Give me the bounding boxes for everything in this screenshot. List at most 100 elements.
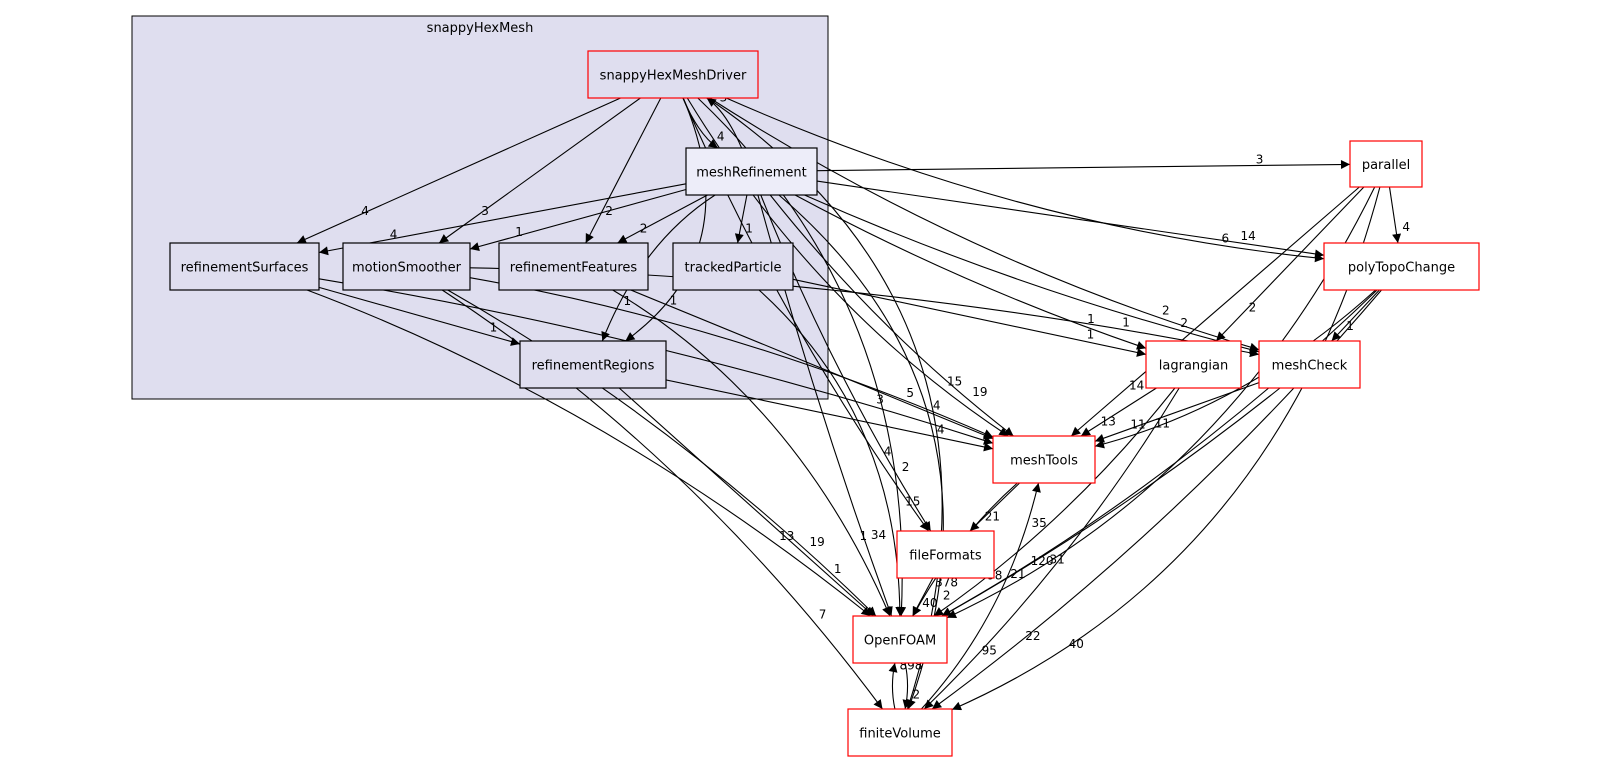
- edge-weight-label: 14: [1241, 229, 1256, 243]
- node-label: refinementSurfaces: [181, 261, 309, 276]
- edge-weight-label: 7: [819, 608, 827, 622]
- edge-weight-label: 21: [1010, 567, 1025, 581]
- edge-weight-label: 5: [906, 386, 914, 400]
- edge-mesh-refinement-to-refinement-regions: 1: [601, 194, 716, 342]
- node-label: trackedParticle: [685, 261, 782, 276]
- edge-mesh-refinement-to-lagrangian: 1: [794, 194, 1147, 350]
- edge-lagrangian-to-mesh-tools: 13: [1080, 387, 1157, 437]
- node-box[interactable]: [519, 340, 667, 389]
- node-tracked-particle[interactable]: trackedParticle: [672, 242, 794, 291]
- node-snappy-hex-mesh-driver[interactable]: snappyHexMeshDriver: [587, 50, 759, 99]
- node-box[interactable]: [169, 242, 320, 291]
- node-label: snappyHexMeshDriver: [600, 69, 747, 84]
- edge-mesh-refinement-to-tracked-particle: 1: [734, 194, 753, 244]
- edge-line: [585, 97, 662, 244]
- edge-parallel-to-lagrangian: 2: [1215, 186, 1365, 342]
- edge-line: [612, 289, 891, 617]
- node-box[interactable]: [847, 708, 953, 757]
- node-box[interactable]: [1349, 140, 1423, 188]
- node-label: meshCheck: [1272, 359, 1348, 374]
- node-parallel[interactable]: parallel: [1349, 140, 1423, 188]
- node-box[interactable]: [852, 615, 948, 664]
- edge-refinement-regions-to-mesh-tools: 4: [665, 379, 994, 452]
- node-box[interactable]: [1323, 242, 1480, 291]
- edge-line: [318, 286, 521, 346]
- node-box[interactable]: [342, 242, 471, 291]
- node-mesh-tools[interactable]: meshTools: [992, 435, 1096, 484]
- node-label: refinementFeatures: [510, 261, 638, 276]
- edge-motion-smoother-to-finite-volume: 7: [441, 289, 883, 710]
- edge-weight-label: 2: [1180, 316, 1188, 330]
- edge-line: [920, 482, 1041, 710]
- edge-line: [804, 194, 1260, 354]
- node-box[interactable]: [992, 435, 1096, 484]
- node-box[interactable]: [587, 50, 759, 99]
- node-lagrangian[interactable]: lagrangian: [1145, 340, 1242, 389]
- edge-weight-label: 11: [1130, 418, 1145, 432]
- edge-line: [1331, 289, 1380, 342]
- node-mesh-refinement[interactable]: meshRefinement: [685, 147, 818, 196]
- edge-weight-label: 120: [1031, 554, 1054, 568]
- edge-line: [1080, 387, 1157, 437]
- node-refinement-regions[interactable]: refinementRegions: [519, 340, 667, 389]
- node-refinement-surfaces[interactable]: refinementSurfaces: [169, 242, 320, 291]
- node-open-foam[interactable]: OpenFOAM: [852, 615, 948, 664]
- edge-weight-label: 2: [913, 688, 921, 702]
- edge-line: [941, 387, 1281, 617]
- edge-weight-label: 95: [982, 644, 997, 658]
- edge-mesh-refinement-to-mesh-tools: 19: [769, 194, 1014, 437]
- node-label: polyTopoChange: [1348, 261, 1455, 276]
- edge-line: [706, 97, 743, 149]
- edge-line: [709, 97, 1260, 352]
- edge-line: [816, 160, 1351, 172]
- edge-weight-label: 1: [1087, 328, 1095, 342]
- node-mesh-check[interactable]: meshCheck: [1258, 340, 1361, 389]
- edge-parallel-to-poly-topo-change: 4: [1388, 186, 1410, 244]
- edge-snappy-hex-mesh-driver-to-mesh-check: 2: [709, 97, 1260, 352]
- node-refinement-features[interactable]: refinementFeatures: [498, 242, 649, 291]
- node-file-formats[interactable]: fileFormats: [896, 530, 995, 579]
- edge-line: [601, 194, 716, 342]
- edge-motion-smoother-to-mesh-tools: 5: [469, 277, 994, 438]
- node-box[interactable]: [498, 242, 649, 291]
- edge-weight-label: 2: [1249, 300, 1257, 314]
- edge-weight-label: 4: [937, 423, 945, 437]
- edge-mesh-refinement-to-mesh-check: 2: [804, 194, 1260, 354]
- edge-weight-label: 40: [922, 596, 937, 610]
- edge-refinement-regions-to-open-foam: 1: [618, 387, 875, 617]
- edge-weight-label: 31: [1050, 552, 1065, 566]
- node-motion-smoother[interactable]: motionSmoother: [342, 242, 471, 291]
- edge-mesh-refinement-to-file-formats: 2: [760, 194, 932, 532]
- edge-line: [441, 289, 883, 710]
- edge-line: [734, 194, 748, 244]
- edge-refinement-features-to-open-foam: 1: [612, 289, 891, 617]
- edge-weight-label: 3: [481, 204, 489, 218]
- edge-weight-label: 2: [943, 588, 951, 602]
- edge-line: [1070, 186, 1360, 437]
- node-finite-volume[interactable]: finiteVolume: [847, 708, 953, 757]
- node-box[interactable]: [685, 147, 818, 196]
- edge-weight-label: 1: [745, 221, 753, 235]
- edge-snappy-hex-mesh-driver-to-poly-topo-change: 6: [725, 97, 1325, 263]
- edge-line: [1215, 186, 1365, 342]
- edge-line: [469, 277, 994, 438]
- edge-line: [946, 186, 1376, 619]
- edge-weight-label: 15: [947, 375, 962, 389]
- edge-line: [923, 387, 1180, 710]
- edge-mesh-refinement-to-poly-topo-change: 14: [816, 180, 1325, 259]
- cluster-label: snappyHexMesh: [427, 21, 534, 36]
- edge-line: [469, 188, 687, 251]
- edge-line: [769, 194, 1014, 437]
- node-poly-topo-change[interactable]: polyTopoChange: [1323, 242, 1480, 291]
- node-box[interactable]: [1145, 340, 1242, 389]
- node-label: meshTools: [1010, 454, 1078, 469]
- node-box[interactable]: [896, 530, 995, 579]
- edge-weight-label: 21: [985, 509, 1000, 523]
- edge-weight-label: 40: [1069, 637, 1084, 651]
- node-box[interactable]: [1258, 340, 1361, 389]
- edge-file-formats-to-open-foam: 40: [912, 577, 937, 617]
- node-box[interactable]: [672, 242, 794, 291]
- node-label: refinementRegions: [532, 359, 655, 374]
- edge-weight-label: 1: [515, 225, 523, 239]
